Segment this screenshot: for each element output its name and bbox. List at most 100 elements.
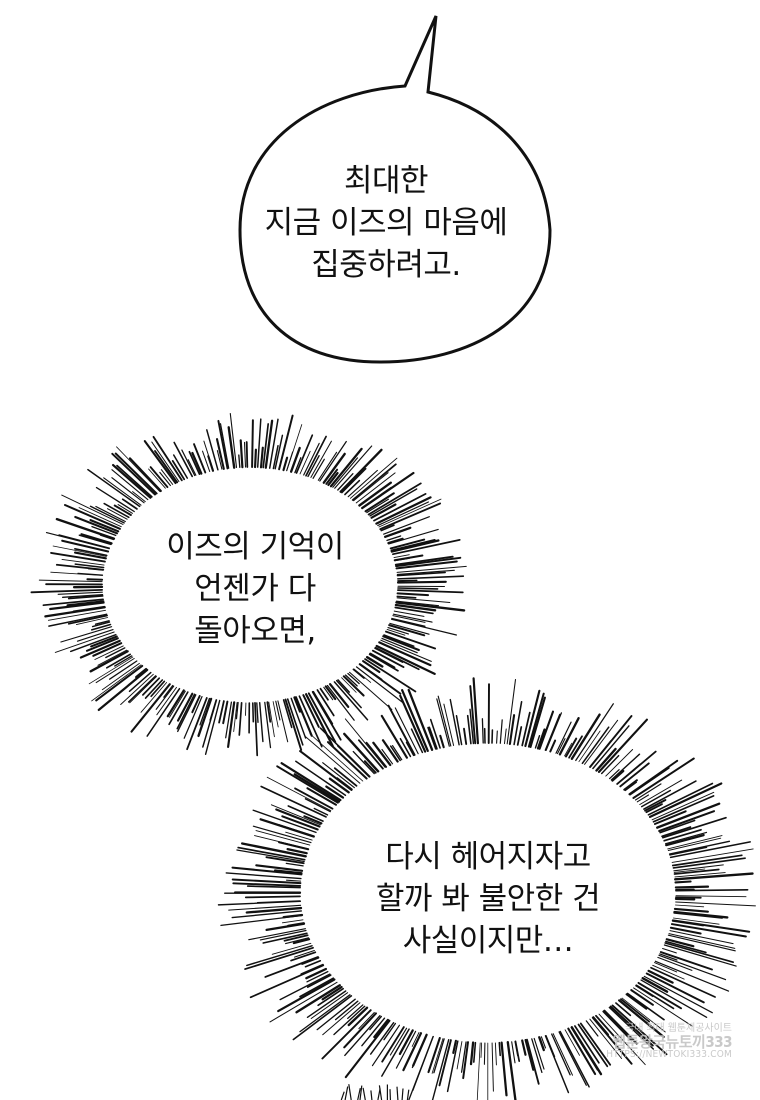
burst-ray — [333, 1005, 366, 1036]
burst-ray — [397, 579, 418, 582]
burst-ray — [402, 1032, 423, 1072]
burst-ray — [91, 664, 142, 702]
burst-ray — [521, 711, 531, 747]
burst-ray — [183, 695, 203, 739]
burst-ray — [511, 1041, 516, 1064]
burst-ray — [577, 1023, 609, 1068]
burst-ray — [293, 773, 341, 803]
burst-ray — [668, 933, 736, 949]
burst-ray — [227, 701, 236, 748]
emphasis-burst-bubble-partial — [340, 1084, 410, 1100]
burst-ray — [581, 726, 610, 765]
burst-ray — [270, 804, 321, 826]
burst-ray — [380, 639, 432, 662]
burst-ray — [143, 440, 177, 485]
burst-ray — [149, 466, 169, 489]
burst-ray — [272, 445, 279, 470]
burst-ray — [169, 690, 186, 718]
burst-ray — [282, 699, 293, 729]
burst-ray — [142, 677, 161, 696]
burst-ray — [271, 942, 312, 955]
burst-ray — [640, 979, 708, 1018]
burst-ray — [396, 569, 455, 575]
burst-ray — [609, 1005, 654, 1047]
burst-ray — [619, 762, 650, 788]
burst-ray — [344, 1015, 381, 1057]
burst-ray — [397, 575, 465, 580]
burst-ray — [50, 551, 106, 563]
burst-ray — [365, 656, 384, 668]
burst-ray — [322, 1002, 361, 1036]
burst-ray — [248, 928, 306, 941]
burst-ray — [258, 701, 264, 743]
speech-line-3: 집중하려고. — [311, 247, 461, 283]
burst-ray — [55, 517, 116, 540]
burst-ray — [380, 524, 395, 532]
burst-ray — [203, 440, 214, 472]
burst-ray — [610, 753, 641, 781]
burst-ray — [256, 418, 262, 468]
burst-ray — [135, 667, 148, 679]
burst-ray — [394, 606, 434, 615]
burst-ray — [641, 977, 669, 993]
burst-ray — [342, 675, 365, 697]
burst-ray — [665, 938, 695, 948]
burst-ray — [381, 1026, 405, 1063]
burst-ray — [659, 951, 713, 971]
burst-ray — [326, 684, 355, 721]
burst-ray — [662, 947, 677, 954]
burst-ray — [390, 539, 440, 553]
burst-ray — [383, 634, 415, 647]
burst-ray — [292, 938, 311, 945]
burst-ray — [323, 686, 334, 701]
burst-ray — [326, 741, 368, 780]
burst-ray — [602, 1010, 633, 1042]
burst-ray — [379, 502, 442, 531]
burst-ray — [306, 990, 347, 1018]
burst-ray — [252, 702, 255, 723]
burst-ray — [396, 600, 440, 607]
burst-ray — [113, 504, 132, 516]
burst-ray — [306, 787, 338, 806]
burst-ray — [277, 700, 289, 743]
burst-ray — [524, 1039, 535, 1071]
burst-ray — [394, 603, 437, 612]
burst-ray — [111, 452, 156, 496]
burst-ray — [307, 455, 320, 478]
burst-ray — [244, 946, 314, 970]
burst-ray — [592, 725, 630, 770]
burst-ray — [388, 624, 426, 637]
burst-ray — [668, 840, 731, 855]
burst-ray — [411, 1034, 428, 1069]
burst-ray — [674, 897, 696, 901]
burst-ray — [496, 730, 498, 744]
burst-ray — [277, 978, 336, 1013]
burst-ray — [585, 1020, 599, 1037]
burst-ray — [392, 613, 433, 623]
watermark-line-1: 국내 최대 웹툰제공사이트 — [625, 1023, 732, 1034]
burst-ray — [47, 609, 106, 621]
burst-ray — [436, 698, 450, 747]
burst-ray — [437, 695, 452, 747]
burst-ray — [564, 1029, 580, 1056]
speech-line-1: 최대한 — [343, 163, 429, 199]
burst-ray — [116, 446, 161, 492]
burst-ray — [88, 656, 134, 685]
burst-ray — [209, 699, 217, 721]
burst-ray — [381, 739, 399, 763]
burst-ray — [665, 831, 708, 845]
burst-ray — [206, 429, 219, 471]
burst-ray — [397, 587, 439, 590]
burst-ray — [256, 900, 301, 903]
burst-ray — [316, 998, 356, 1031]
burst-ray — [358, 481, 392, 507]
burst-ray — [625, 993, 648, 1010]
burst-ray — [637, 981, 683, 1010]
burst-ray — [95, 505, 126, 523]
burst-ray — [674, 872, 726, 878]
burst-ray — [217, 419, 229, 470]
burst-ray — [292, 995, 353, 1041]
burst2-line-2: 할까 봐 불안한 건 — [375, 881, 601, 917]
burst-ray — [305, 435, 327, 477]
burst-ray — [371, 1024, 400, 1067]
